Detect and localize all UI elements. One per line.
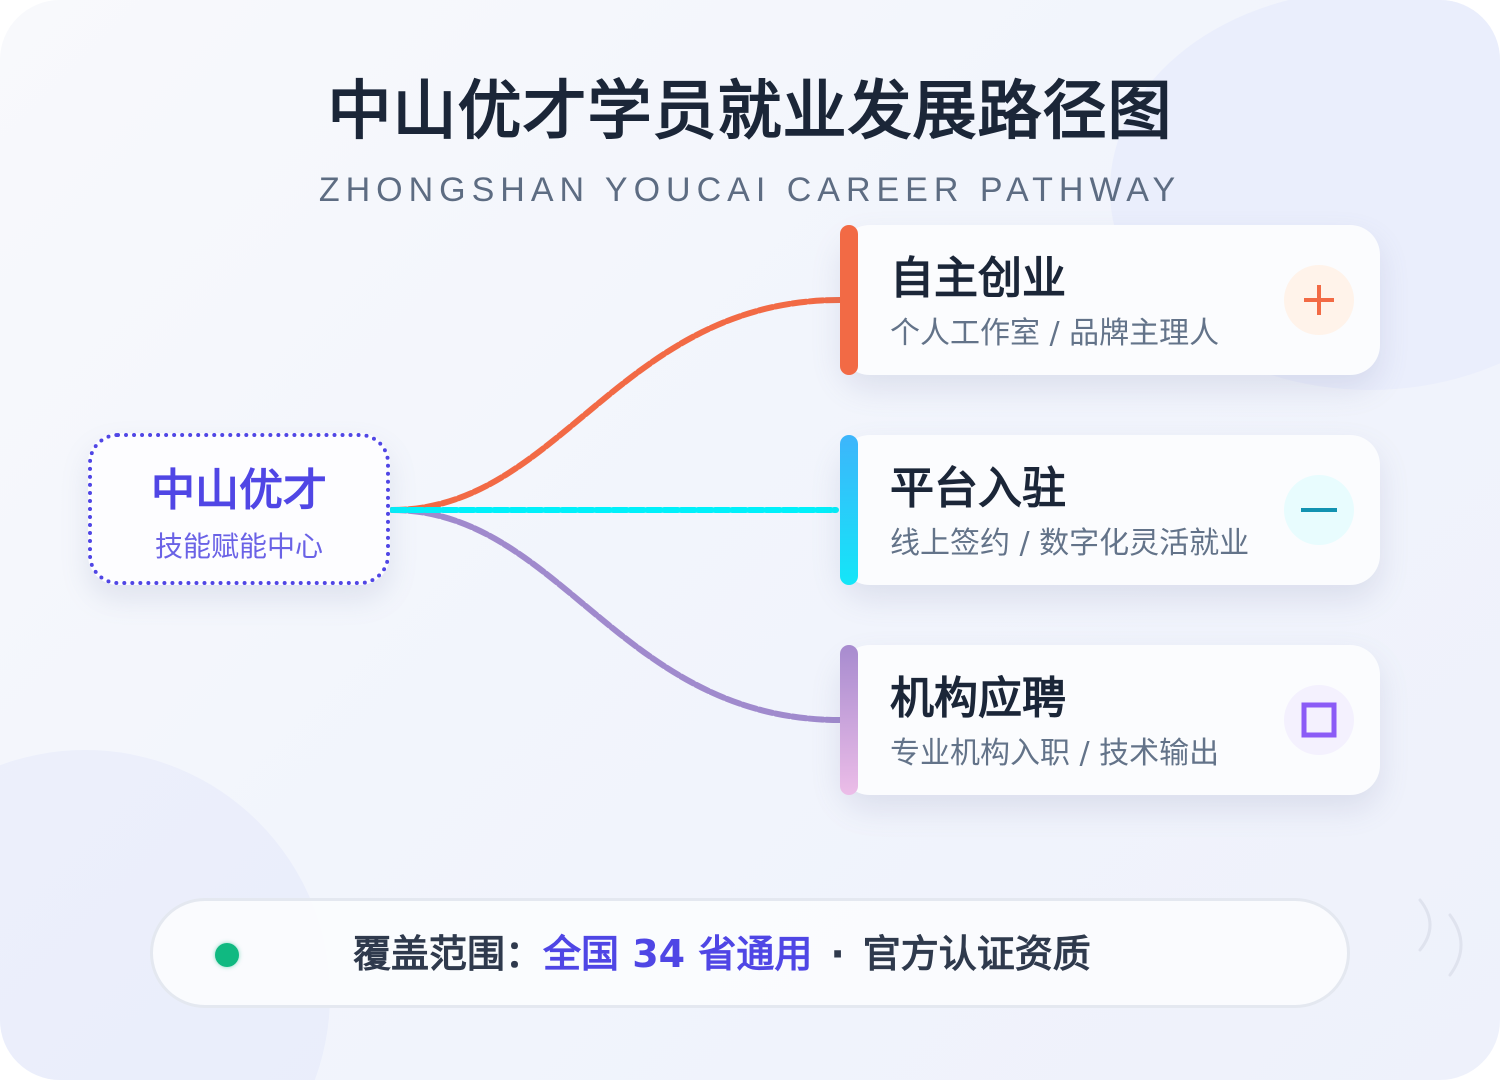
card-subtitle: 线上签约 / 数字化灵活就业 [890, 526, 1250, 561]
bullet-separator: · [830, 932, 845, 976]
coverage-text: 覆盖范围：全国 34 省通用 · 官方认证资质 [353, 929, 1091, 979]
signal-waves-icon [1418, 898, 1463, 977]
card-subtitle: 专业机构入职 / 技术输出 [890, 736, 1220, 771]
card-accent-bar [840, 645, 858, 795]
card-title: 平台入驻 [890, 463, 1066, 514]
card-accent-bar [840, 435, 858, 585]
minus-icon [1284, 475, 1354, 545]
certification-text: 官方认证资质 [862, 932, 1091, 976]
hub-subtitle: 技能赋能中心 [154, 530, 323, 563]
hub-title: 中山优才 [151, 465, 327, 516]
card-accent-bar [840, 225, 858, 375]
card-subtitle: 个人工作室 / 品牌主理人 [890, 316, 1220, 351]
square-icon [1284, 685, 1354, 755]
plus-icon [1284, 265, 1354, 335]
page-title: 中山优才学员就业发展路径图 [327, 74, 1173, 149]
card-title: 自主创业 [890, 253, 1066, 304]
link-entrepreneurship [389, 297, 843, 513]
coverage-highlight: 全国 34 省通用 [543, 932, 813, 976]
coverage-label: 覆盖范围： [353, 932, 544, 976]
status-dot-icon [215, 943, 239, 967]
path-card-institution[interactable]: 机构应聘 专业机构入职 / 技术输出 [840, 645, 1380, 795]
page-subtitle: ZHONGSHAN YOUCAI CAREER PATHWAY [318, 171, 1182, 209]
path-card-entrepreneurship[interactable]: 自主创业 个人工作室 / 品牌主理人 [840, 225, 1380, 375]
path-card-platform[interactable]: 平台入驻 线上签约 / 数字化灵活就业 [840, 435, 1380, 585]
link-purple-institution [389, 507, 843, 723]
coverage-banner: 覆盖范围：全国 34 省通用 · 官方认证资质 [150, 898, 1350, 1008]
hub-node[interactable]: 中山优才 技能赋能中心 [88, 433, 390, 585]
card-title: 机构应聘 [890, 673, 1066, 724]
